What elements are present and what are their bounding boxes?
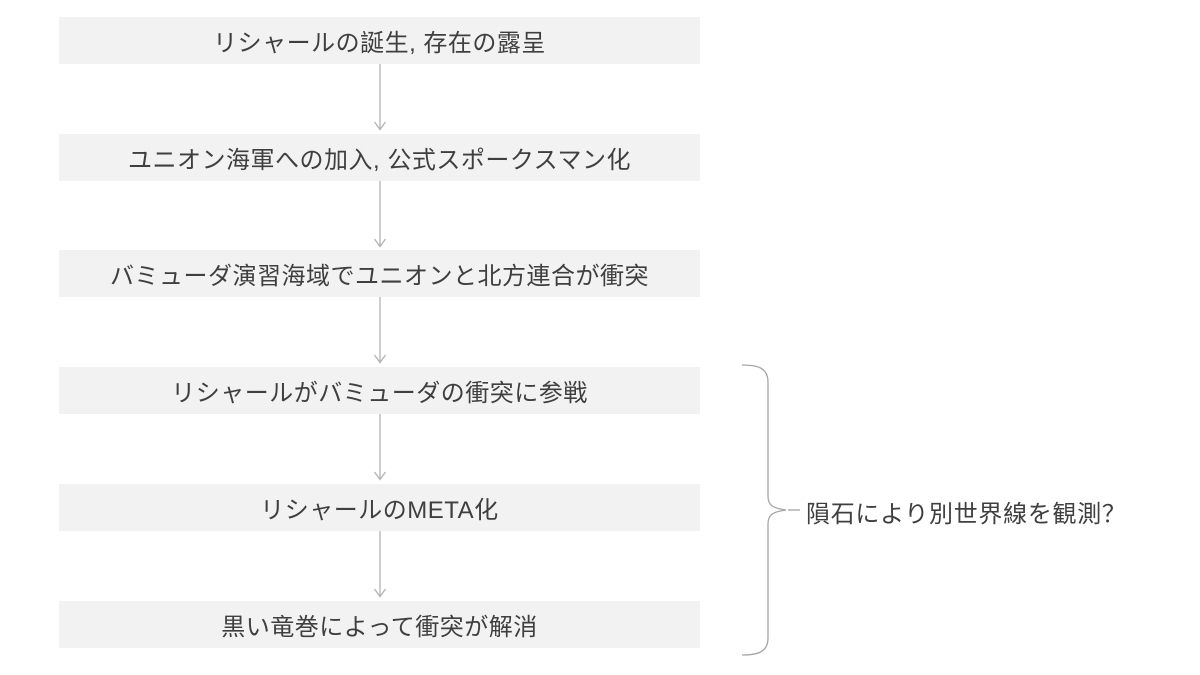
arrow-down-icon: [373, 64, 387, 131]
arrow-down-icon: [373, 531, 387, 598]
flow-step-3: バミューダ演習海域でユニオンと北方連合が衝突: [59, 250, 700, 297]
flow-step-2: ユニオン海軍への加入, 公式スポークスマン化: [59, 134, 700, 181]
arrow-down-icon: [373, 181, 387, 248]
flow-step-1: リシャールの誕生, 存在の露呈: [59, 17, 700, 64]
flow-step-4: リシャールがバミューダの衝突に参戦: [59, 367, 700, 414]
right-curly-brace-icon: [741, 364, 800, 656]
flow-step-5: リシャールのMETA化: [59, 484, 700, 531]
arrow-down-icon: [373, 414, 387, 481]
brace-annotation-label: 隕石により別世界線を観測？: [806, 501, 1127, 528]
arrow-down-icon: [373, 297, 387, 364]
flow-step-6: 黒い竜巻によって衝突が解消: [59, 601, 700, 648]
